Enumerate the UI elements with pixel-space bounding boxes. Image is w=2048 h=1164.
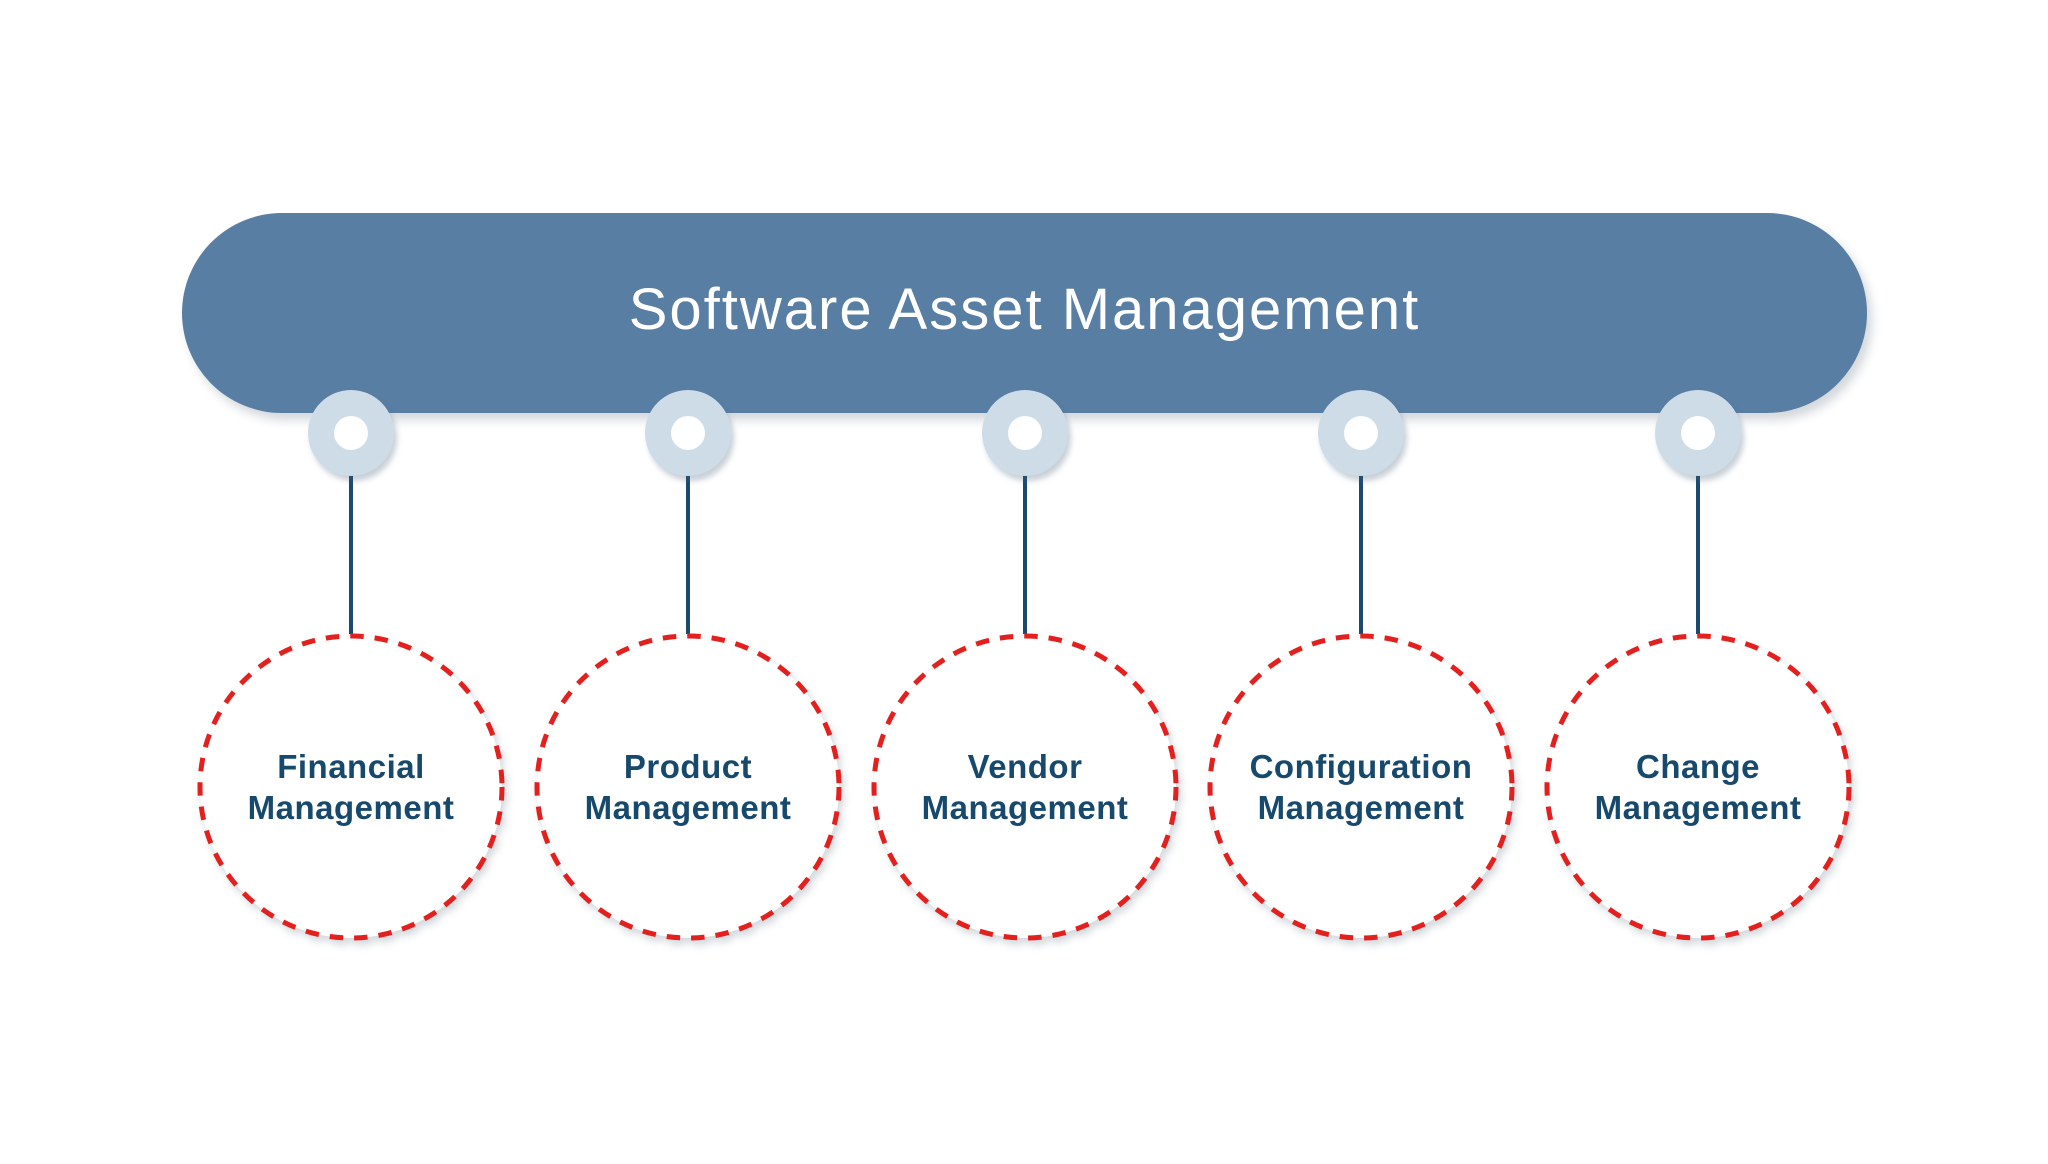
connector-line [686,452,690,634]
node-label: Vendor Management [875,746,1175,828]
node-financial-management: Financial Management [191,0,511,1164]
connector-line [1696,452,1700,634]
node-label-line2: Management [921,789,1129,826]
diagram-title: Software Asset Management [628,276,1421,342]
connector-dot-hole [334,416,368,450]
node-label: Financial Management [201,746,501,828]
connector-dot [982,390,1068,476]
connector-dot-hole [1681,416,1715,450]
header-bar: Software Asset Management [182,213,1867,413]
node-label-line2: Management [247,789,455,826]
dashed-circle [871,633,1179,941]
connector-dot-hole [1344,416,1378,450]
connector-dot [1318,390,1404,476]
node-change-management: Change Management [1538,0,1858,1164]
connector-line [1359,452,1363,634]
connector-dot [645,390,731,476]
dashed-circle [1544,633,1852,941]
node-label-line1: Configuration [1249,748,1473,785]
node-label-line1: Change [1635,748,1760,785]
node-configuration-management: Configuration Management [1201,0,1521,1164]
connector-line [1023,452,1027,634]
connector-dot [1655,390,1741,476]
connector-dot [308,390,394,476]
node-vendor-management: Vendor Management [865,0,1185,1164]
node-label-line1: Vendor [967,748,1083,785]
node-label-line2: Management [1594,789,1802,826]
node-label-line1: Product [623,748,753,785]
node-product-management: Product Management [528,0,848,1164]
node-label: Configuration Management [1211,746,1511,828]
connector-dot-hole [671,416,705,450]
node-label-line2: Management [1257,789,1465,826]
node-label: Product Management [538,746,838,828]
node-label-line1: Financial [277,748,425,785]
dashed-circle [197,633,505,941]
node-label-line2: Management [584,789,792,826]
dashed-circle [534,633,842,941]
dashed-circle [1207,633,1515,941]
node-label: Change Management [1548,746,1848,828]
connector-line [349,452,353,634]
connector-dot-hole [1008,416,1042,450]
